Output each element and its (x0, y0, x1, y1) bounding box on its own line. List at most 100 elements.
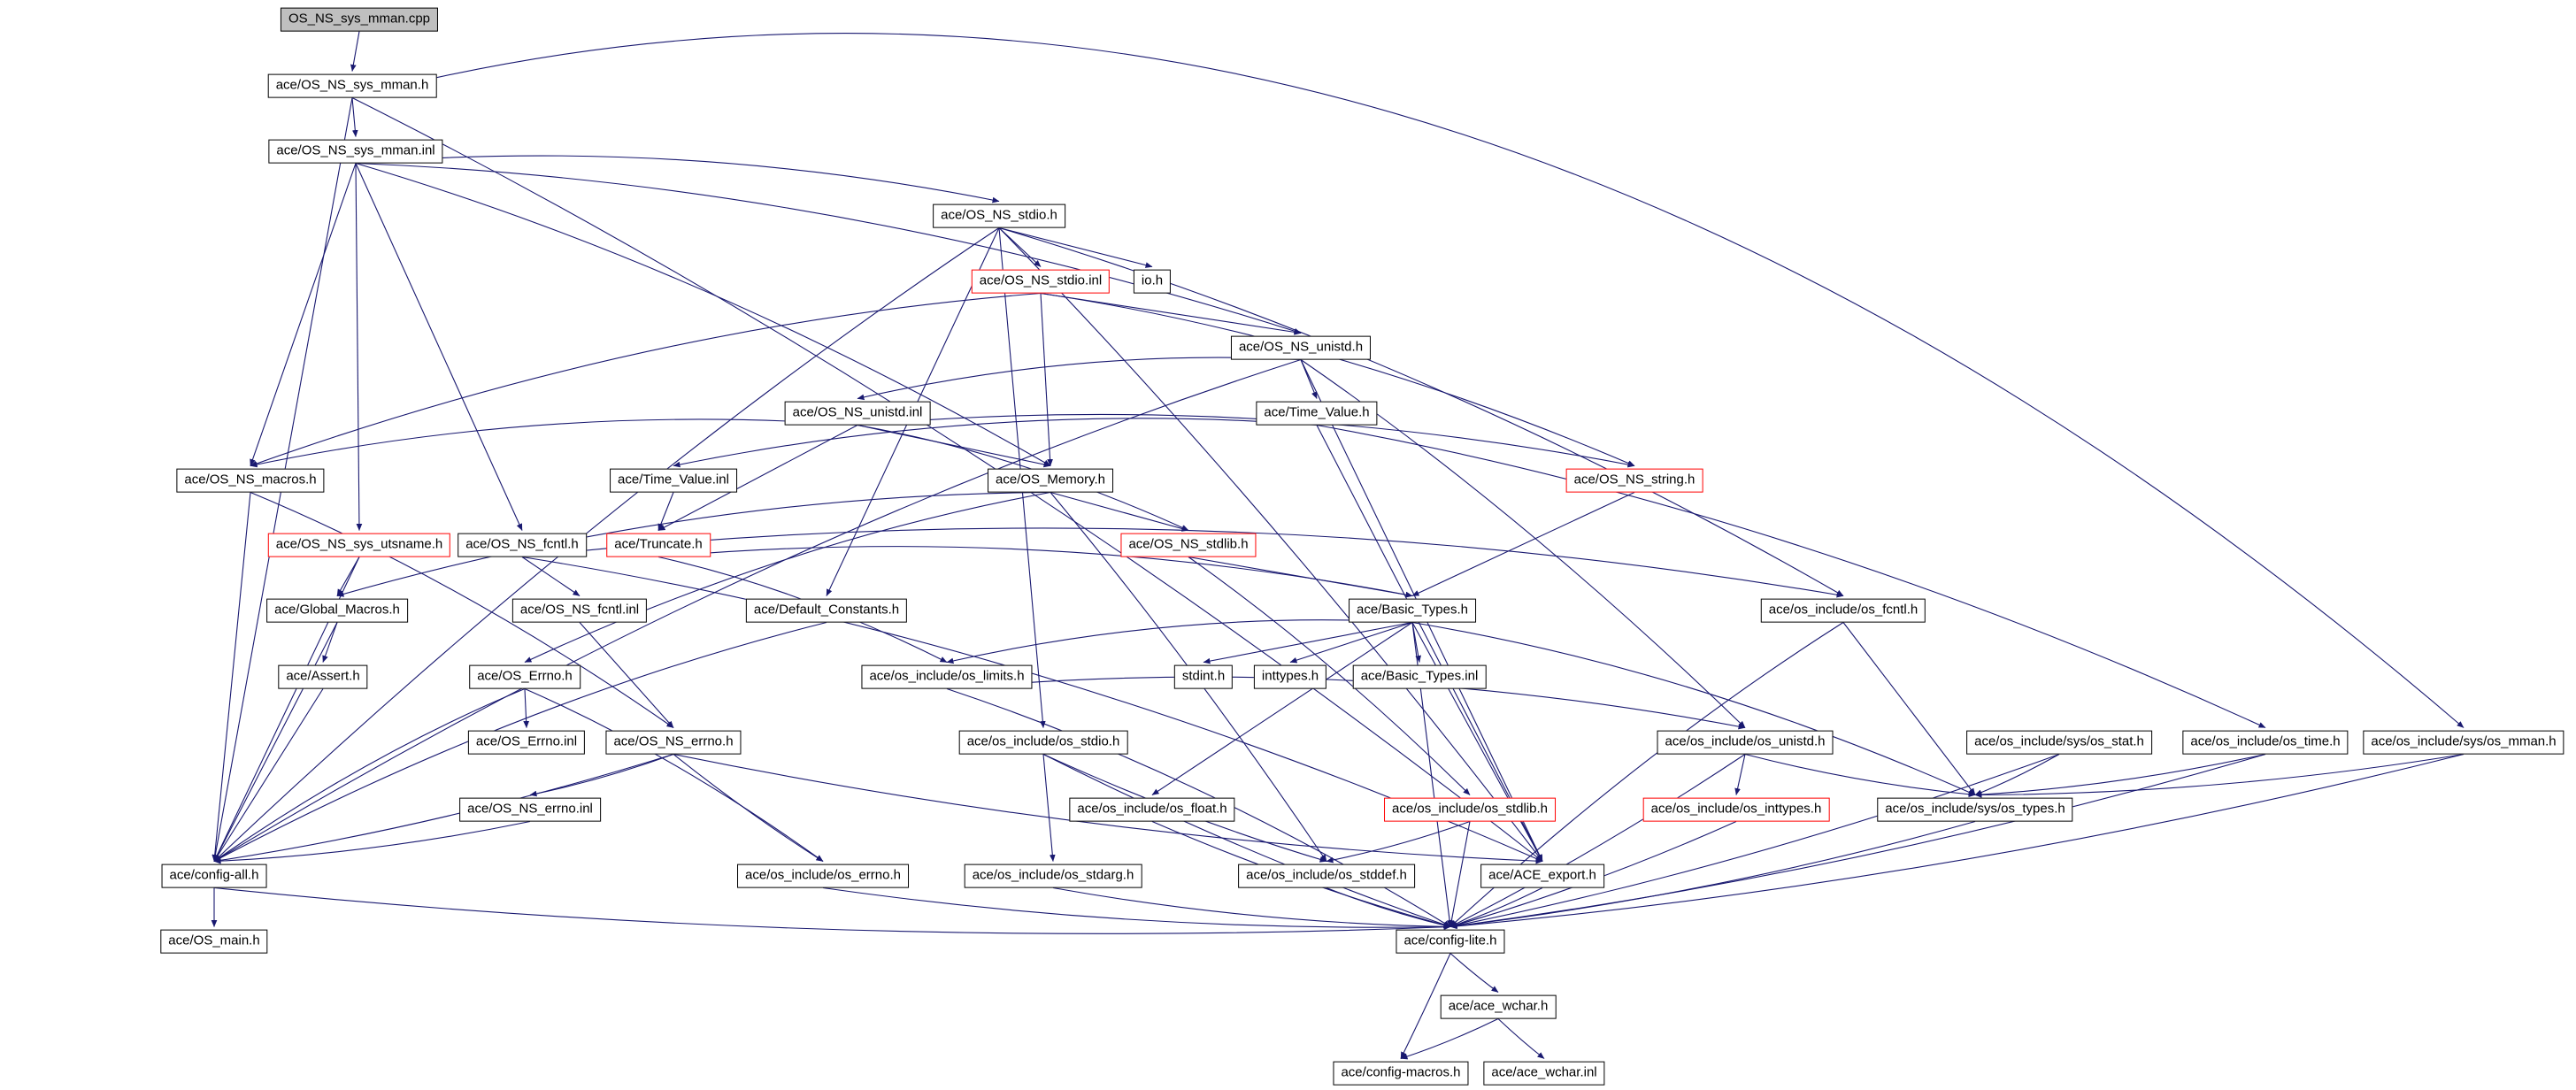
node-nserrno_h[interactable]: ace/OS_NS_errno.h (605, 730, 742, 755)
edge-oi_sys_stat--cfg_lite (1449, 753, 2060, 929)
edge-stdio_h--ace_export (998, 227, 1543, 862)
edge-tv_h--tv_inl (673, 418, 1318, 468)
edge-stdio_h--oi_fcntl (998, 226, 1844, 596)
edge-mman_inl--fcntl_h (355, 163, 523, 531)
edge-macros_h--nserrno_h (250, 491, 674, 728)
node-fcntl_h[interactable]: ace/OS_NS_fcntl.h (458, 533, 587, 557)
edge-wchar_h--cfg_macros (1400, 1018, 1499, 1060)
node-oi_stddef[interactable]: ace/os_include/os_stddef.h (1238, 864, 1415, 888)
edge-oi_unistd--oi_inttypes (1734, 754, 1746, 795)
edge-tv_h--ace_export (1316, 425, 1543, 862)
node-oserrno_h[interactable]: ace/OS_Errno.h (469, 664, 581, 689)
edge-tv_inl--trunc_h (657, 492, 674, 531)
edge-cfg_lite--cfg_macros (1400, 953, 1451, 1059)
node-bt_h[interactable]: ace/Basic_Types.h (1349, 598, 1476, 623)
edge-mman_h--oi_sys_mman (351, 33, 2465, 728)
node-oi_sys_types[interactable]: ace/os_include/sys/os_types.h (1877, 797, 2073, 822)
node-fcntl_inl[interactable]: ace/OS_NS_fcntl.inl (511, 598, 648, 623)
edge-nserrno_h--ace_export (673, 753, 1543, 864)
edge-oi_time--oi_sys_types (1974, 753, 2266, 798)
node-oi_fcntl[interactable]: ace/os_include/os_fcntl.h (1760, 598, 1926, 623)
node-oserrno_inl[interactable]: ace/OS_Errno.inl (467, 730, 586, 755)
node-defconst_h[interactable]: ace/Default_Constants.h (745, 598, 908, 623)
edge-oi_sys_mman--cfg_lite (1449, 753, 2465, 930)
node-unistd_inl[interactable]: ace/OS_NS_unistd.inl (784, 401, 931, 426)
edge-bt_h--inttypes_h (1289, 621, 1413, 664)
edge-string_h--bt_h (1411, 492, 1635, 596)
node-mman_inl[interactable]: ace/OS_NS_sys_mman.inl (268, 139, 443, 164)
node-macros_h[interactable]: ace/OS_NS_macros.h (176, 468, 325, 493)
node-tv_h[interactable]: ace/Time_Value.h (1256, 401, 1378, 426)
edge-mman_h--ace_export (351, 97, 1543, 862)
edge-unistd_inl--stdlib_h (857, 424, 1189, 532)
node-wchar_inl[interactable]: ace/ace_wchar.inl (1483, 1061, 1605, 1086)
edge-nserrno_h--cfg_all (213, 753, 674, 864)
node-os_main[interactable]: ace/OS_main.h (160, 929, 268, 954)
node-oi_stdarg[interactable]: ace/os_include/os_stdarg.h (964, 864, 1142, 888)
edge-stdlib_h--oi_stdlib (1188, 557, 1471, 795)
node-cfg_macros[interactable]: ace/config-macros.h (1333, 1061, 1469, 1086)
node-oi_errno[interactable]: ace/os_include/os_errno.h (737, 864, 909, 888)
node-bt_inl[interactable]: ace/Basic_Types.inl (1352, 664, 1487, 689)
edge-wchar_h--wchar_inl (1497, 1018, 1545, 1059)
node-ace_export[interactable]: ace/ACE_export.h (1480, 864, 1604, 888)
node-cfg_all[interactable]: ace/config-all.h (161, 864, 267, 888)
edge-oserrno_h--oserrno_inl (523, 688, 530, 728)
edge-oi_stdio--cfg_lite (1042, 754, 1451, 928)
node-osmem_h[interactable]: ace/OS_Memory.h (988, 468, 1113, 493)
edge-unistd_inl--string_h (857, 413, 1635, 468)
node-trunc_h[interactable]: ace/Truncate.h (606, 533, 711, 557)
node-mman_h[interactable]: ace/OS_NS_sys_mman.h (267, 73, 437, 98)
edge-bt_h--oi_sys_types (1411, 621, 1976, 796)
node-oi_inttypes[interactable]: ace/os_include/os_inttypes.h (1642, 797, 1830, 822)
edge-ace_export--cfg_lite (1449, 887, 1543, 928)
edge-cfg_all--cfg_lite (213, 887, 1451, 934)
edge-osmem_h--stdlib_h (1050, 491, 1189, 532)
node-assert_h[interactable]: ace/Assert.h (278, 664, 368, 689)
edge-unistd_inl--macros_h (250, 418, 858, 468)
edge-unistd_inl--trunc_h (657, 425, 858, 531)
node-stdlib_h[interactable]: ace/OS_NS_stdlib.h (1120, 533, 1257, 557)
node-oi_limits[interactable]: ace/os_include/os_limits.h (861, 664, 1033, 689)
edge-oi_stdarg--cfg_lite (1052, 887, 1451, 930)
edge-oi_errno--cfg_lite (822, 887, 1451, 930)
edge-bt_h--cfg_lite (1411, 622, 1453, 927)
edge-mman_inl--unistd_h (355, 162, 1302, 334)
node-stdio_h[interactable]: ace/OS_NS_stdio.h (933, 203, 1065, 228)
node-utsname_h[interactable]: ace/OS_NS_sys_utsname.h (267, 533, 451, 557)
edge-bt_h--ace_export (1411, 622, 1543, 862)
node-oi_float[interactable]: ace/os_include/os_float.h (1069, 797, 1235, 822)
node-oi_stdlib[interactable]: ace/os_include/os_stdlib.h (1384, 797, 1556, 822)
node-oi_sys_mman[interactable]: ace/os_include/sys/os_mman.h (2363, 730, 2564, 755)
edge-stdio_inl--osmem_h (1040, 293, 1053, 466)
edge-mman_inl--osmem_h (355, 162, 1051, 466)
edge-oi_stdlib--cfg_lite (1449, 821, 1471, 927)
edge-mman_inl--stdio_h (355, 155, 1000, 203)
edge-stdlib_h--bt_h (1188, 556, 1413, 598)
node-cfg_lite[interactable]: ace/config-lite.h (1396, 929, 1505, 954)
node-nserrno_inl[interactable]: ace/OS_NS_errno.inl (459, 797, 601, 822)
edge-osmem_h--gmacros_h (336, 491, 1051, 597)
node-oi_unistd[interactable]: ace/os_include/os_unistd.h (1657, 730, 1834, 755)
node-unistd_h[interactable]: ace/OS_NS_unistd.h (1230, 335, 1372, 360)
edge-stdio_h--cfg_all (213, 227, 1000, 862)
edge-utsname_h--gmacros_h (336, 557, 360, 596)
edge-fcntl_h--fcntl_inl (521, 557, 581, 596)
node-oi_sys_stat[interactable]: ace/os_include/sys/os_stat.h (1966, 730, 2152, 755)
node-wchar_h[interactable]: ace/ace_wchar.h (1440, 994, 1557, 1019)
edge-osmem_h--oserrno_h (524, 491, 1051, 663)
edge-tv_h--oi_time (1316, 424, 2266, 728)
node-oi_stdio[interactable]: ace/os_include/os_stdio.h (958, 730, 1128, 755)
edge-oserrno_h--oi_errno (524, 687, 824, 862)
edge-oi_time--cfg_lite (1449, 753, 2266, 929)
node-tv_inl[interactable]: ace/Time_Value.inl (610, 468, 737, 493)
node-string_h[interactable]: ace/OS_NS_string.h (1565, 468, 1703, 493)
edge-unistd_h--unistd_inl (857, 357, 1302, 401)
node-oi_time[interactable]: ace/os_include/os_time.h (2182, 730, 2349, 755)
edge-stdio_inl--macros_h (250, 292, 1042, 467)
node-stdio_inl[interactable]: ace/OS_NS_stdio.inl (971, 269, 1111, 294)
node-stdint_h: stdint.h (1173, 664, 1234, 689)
node-gmacros_h[interactable]: ace/Global_Macros.h (266, 598, 408, 623)
edge-stdio_h--io_h (998, 226, 1153, 268)
edge-fcntl_h--oi_fcntl (521, 527, 1844, 598)
